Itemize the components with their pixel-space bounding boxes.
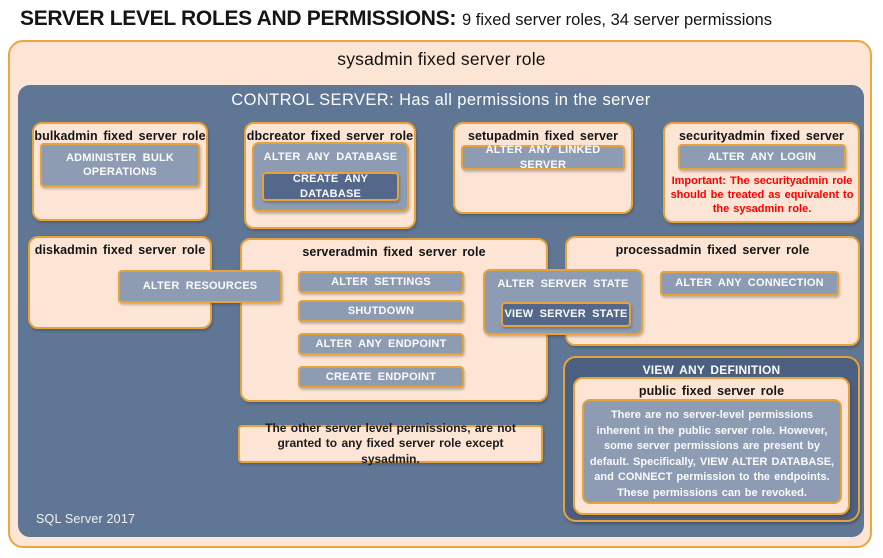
page-title-sub: 9 fixed server roles, 34 server permissi… bbox=[462, 11, 772, 29]
permission-alter-server-state-label: ALTER SERVER STATE bbox=[497, 278, 629, 290]
bulkadmin-role-title: bulkadmin fixed server role bbox=[34, 129, 206, 143]
permission-view-server-state: VIEW SERVER STATE bbox=[501, 302, 631, 327]
other-permissions-note: The other server level permissions, are … bbox=[238, 421, 543, 466]
permission-alter-any-endpoint: ALTER ANY ENDPOINT bbox=[298, 333, 464, 355]
securityadmin-role-box: securityadmin fixed server role bbox=[663, 122, 860, 223]
permission-alter-any-linked-server: ALTER ANY LINKED SERVER bbox=[461, 144, 625, 171]
securityadmin-warning-text: Important: The securityadmin role should… bbox=[670, 175, 854, 216]
sysadmin-role-title: sysadmin fixed server role bbox=[337, 49, 546, 69]
permission-create-endpoint: CREATE ENDPOINT bbox=[298, 366, 464, 388]
diskadmin-role-title: diskadmin fixed server role bbox=[34, 243, 206, 257]
public-role-description: There are no server-level permissions in… bbox=[582, 399, 842, 504]
permission-alter-any-database-label: ALTER ANY DATABASE bbox=[263, 151, 398, 163]
page-title: SERVER LEVEL ROLES AND PERMISSIONS: 9 fix… bbox=[20, 7, 870, 37]
permission-administer-bulk-operations: ADMINISTER BULK OPERATIONS bbox=[40, 143, 200, 187]
permission-alter-any-connection: ALTER ANY CONNECTION bbox=[660, 271, 839, 296]
dbcreator-role-title: dbcreator fixed server role bbox=[246, 129, 414, 143]
control-server-title: CONTROL SERVER: Has all permissions in t… bbox=[231, 91, 651, 109]
page-title-main: SERVER LEVEL ROLES AND PERMISSIONS: bbox=[20, 7, 457, 30]
permission-alter-resources: ALTER RESOURCES bbox=[118, 270, 282, 303]
footer-version-label: SQL Server 2017 bbox=[36, 512, 136, 526]
permission-shutdown: SHUTDOWN bbox=[298, 300, 464, 322]
serveradmin-role-title: serveradmin fixed server role bbox=[302, 245, 486, 259]
processadmin-role-title: processadmin fixed server role bbox=[615, 243, 810, 257]
permission-alter-any-login: ALTER ANY LOGIN bbox=[678, 144, 846, 170]
permission-alter-settings: ALTER SETTINGS bbox=[298, 271, 464, 293]
public-role-title: public fixed server role bbox=[638, 384, 785, 398]
permission-view-any-definition: VIEW ANY DEFINITION bbox=[642, 363, 781, 377]
permission-create-any-database: CREATE ANY DATABASE bbox=[262, 172, 399, 201]
